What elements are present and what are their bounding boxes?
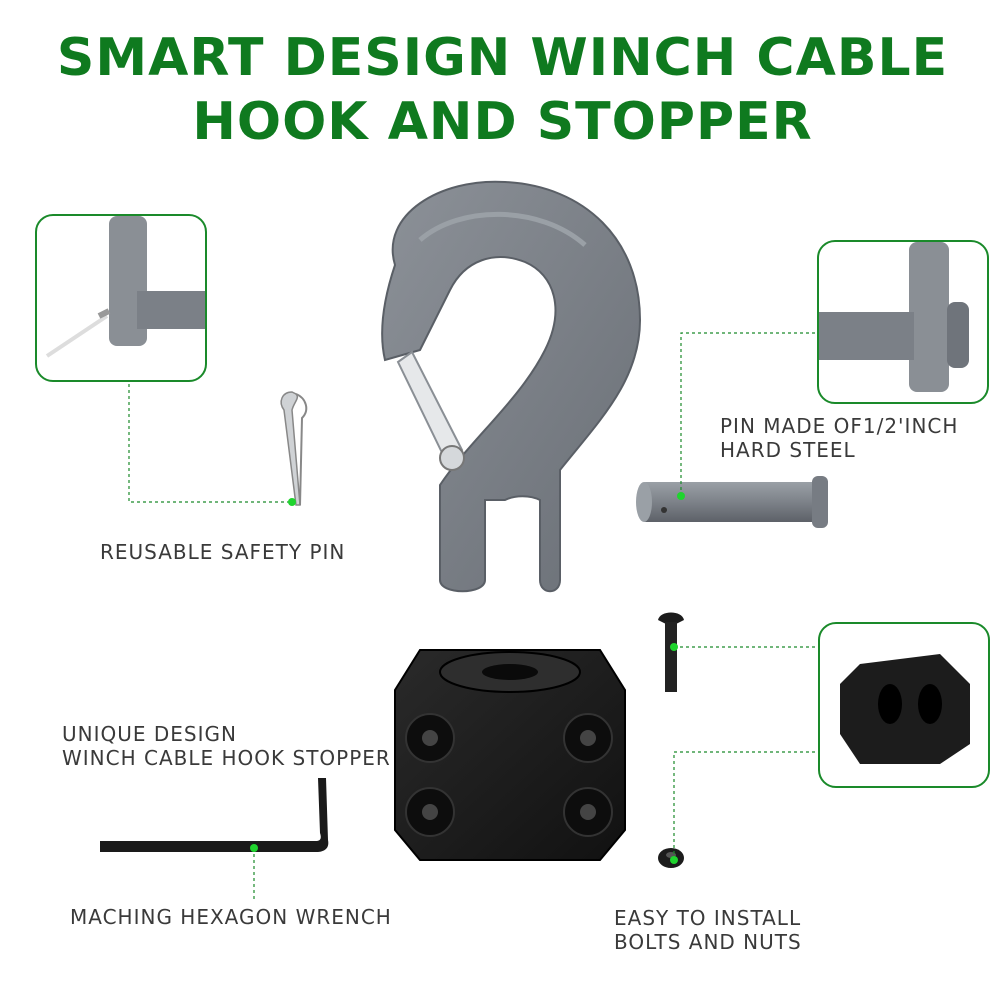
label-pin-line2: HARD STEEL	[720, 438, 856, 462]
stopper-closeup	[840, 654, 970, 764]
detail-box-stopper	[818, 622, 990, 788]
cotter-closeup	[45, 216, 205, 358]
cotter-pin	[280, 391, 308, 506]
hook-stopper	[394, 649, 626, 861]
detail-box-pin	[817, 240, 989, 404]
detail-box-cotter	[35, 214, 207, 382]
clevis-hook	[381, 180, 642, 593]
leader-lines	[128, 332, 818, 902]
label-bolts-line2: BOLTS AND NUTS	[614, 930, 802, 954]
label-safety-pin: REUSABLE SAFETY PIN	[100, 540, 346, 564]
label-pin-line1: PIN MADE OF1/2'INCH	[720, 414, 959, 438]
title-line-2: HOOK AND STOPPER	[192, 92, 813, 152]
title-line-1: SMART DESIGN WINCH CABLE	[56, 28, 949, 88]
label-stopper-line2: WINCH CABLE HOOK STOPPER	[62, 746, 391, 770]
pin-closeup	[819, 242, 969, 392]
leader-dots	[250, 492, 685, 864]
bolt	[658, 612, 684, 692]
label-bolts-line1: EASY TO INSTALL	[614, 906, 802, 930]
label-stopper-line1: UNIQUE DESIGN	[62, 722, 237, 746]
label-pin: PIN MADE OF1/2'INCH HARD STEEL	[720, 414, 958, 462]
label-bolts: EASY TO INSTALL BOLTS AND NUTS	[614, 906, 802, 954]
label-stopper: UNIQUE DESIGN WINCH CABLE HOOK STOPPER	[62, 722, 391, 770]
clevis-pin	[636, 476, 828, 528]
hex-wrench	[100, 778, 329, 852]
label-wrench: MACHING HEXAGON WRENCH	[70, 905, 392, 929]
